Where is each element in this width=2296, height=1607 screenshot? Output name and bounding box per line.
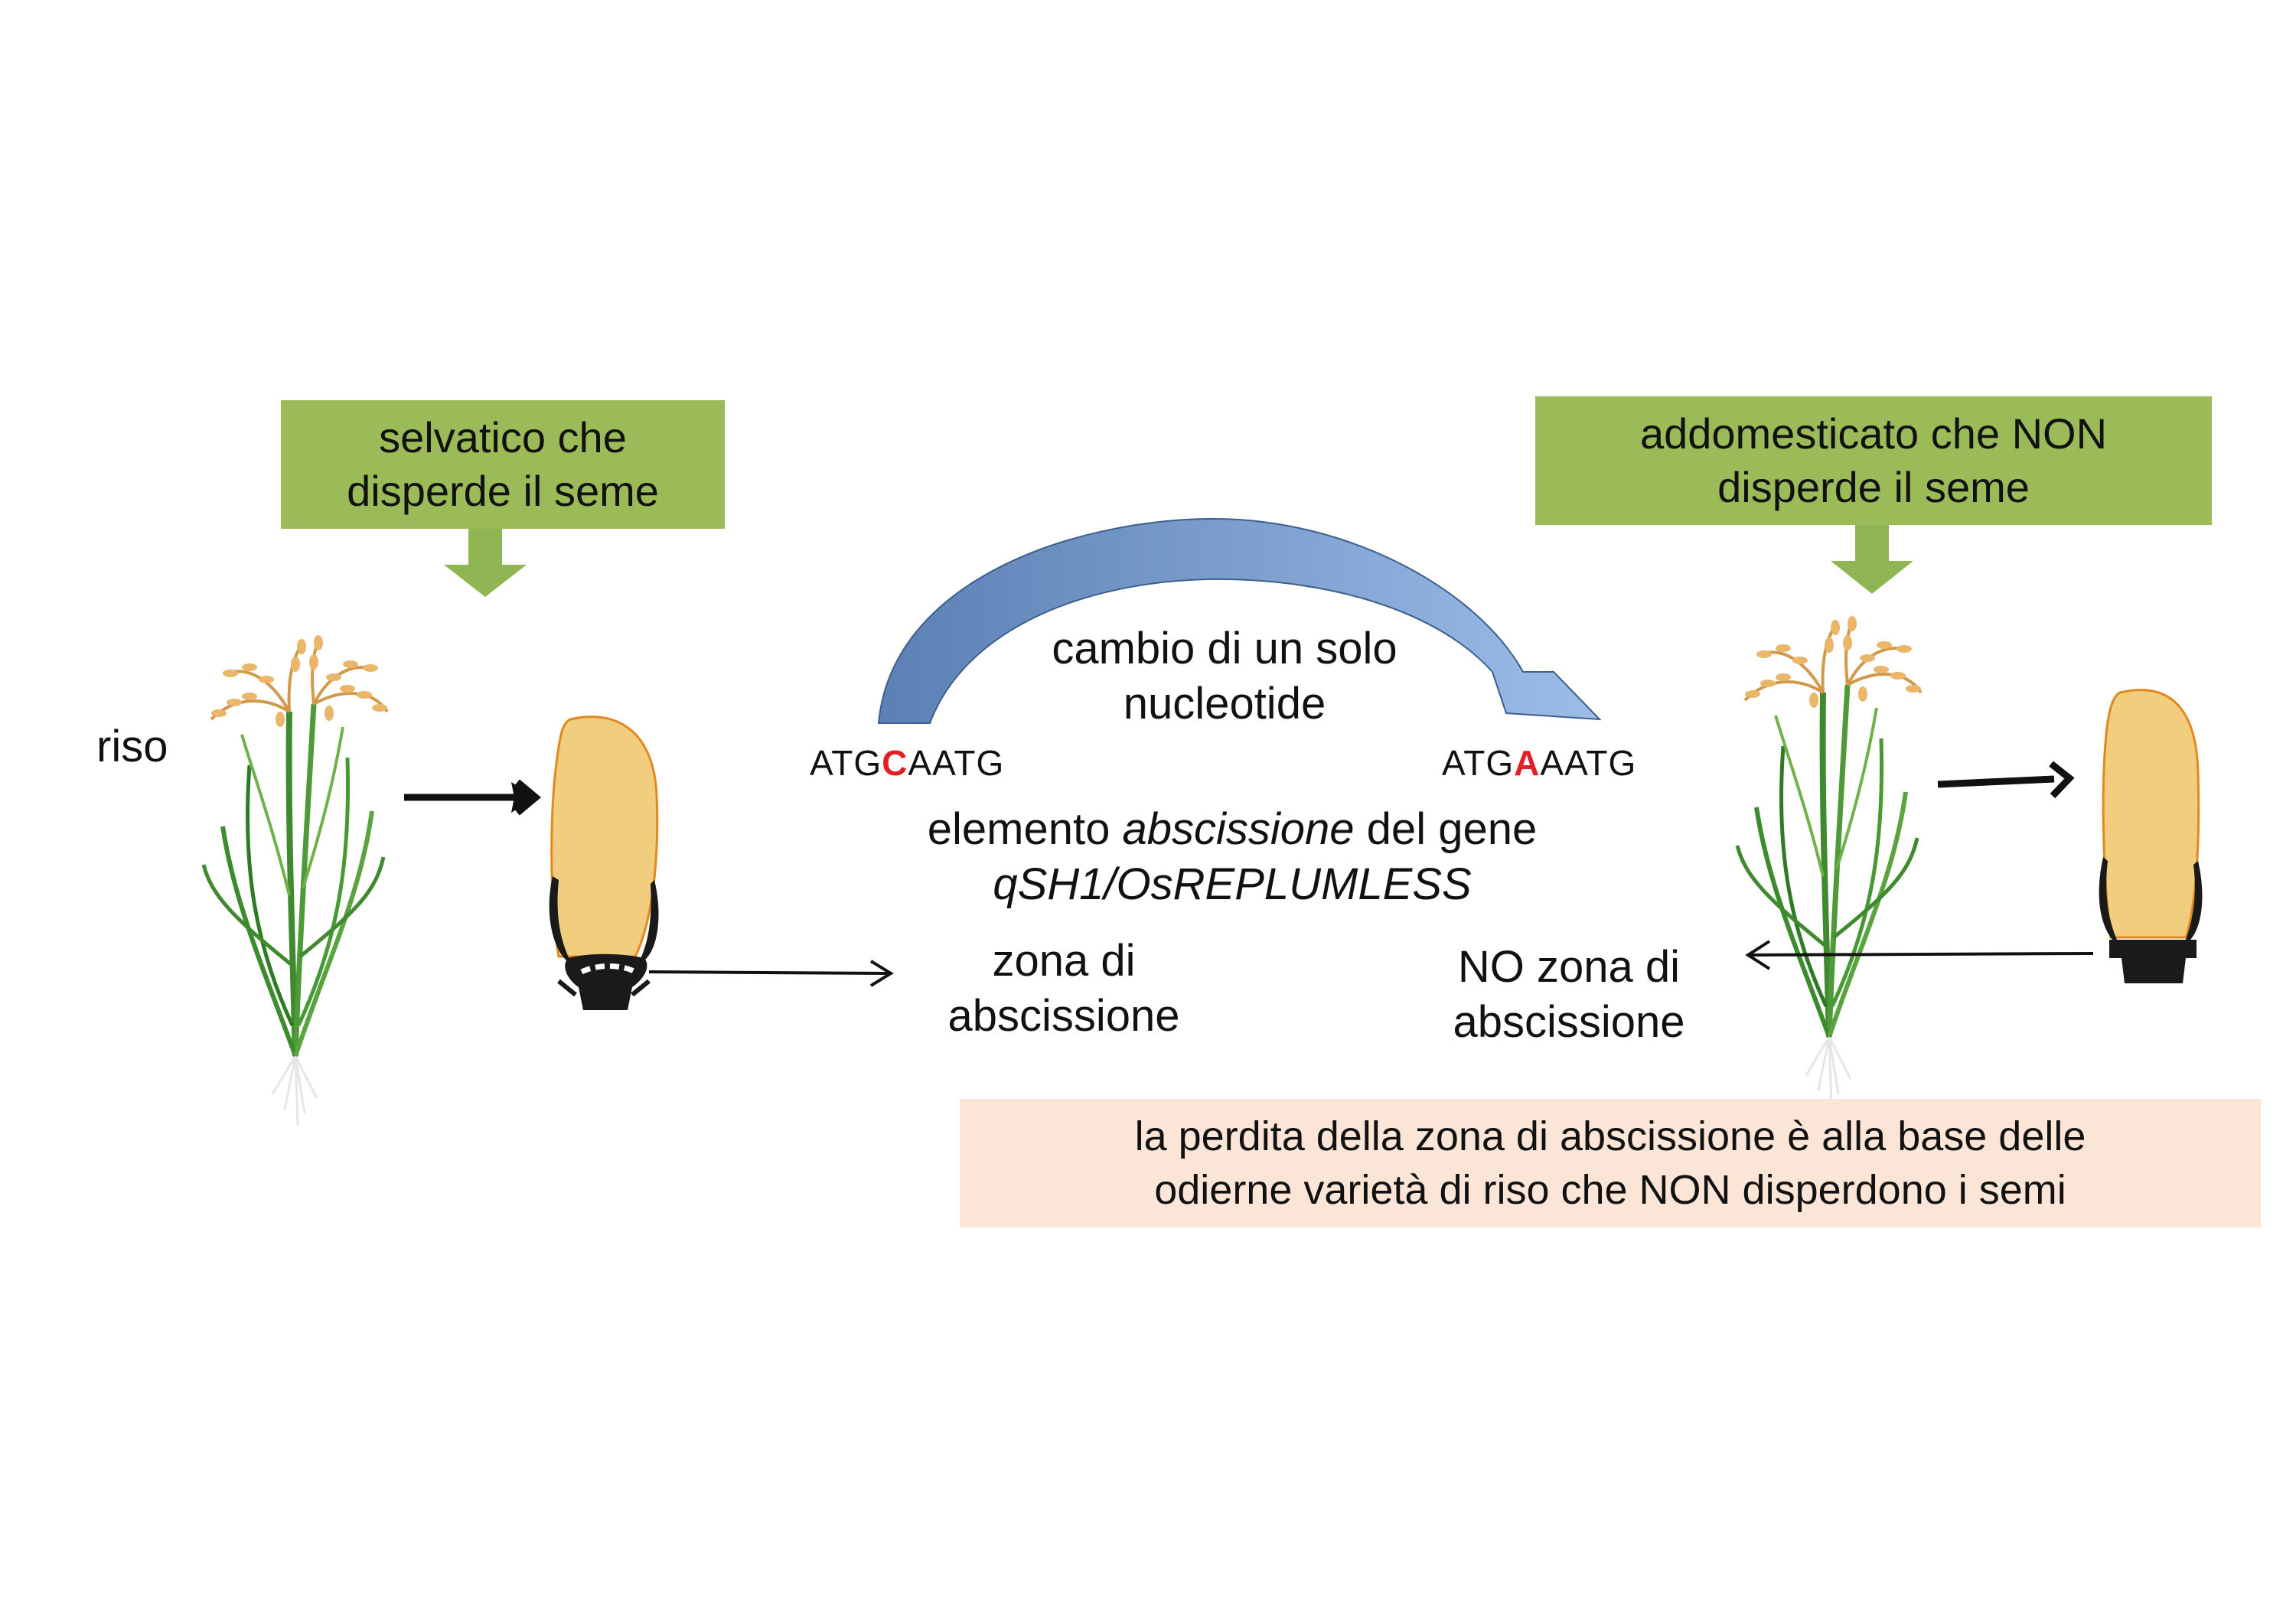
to-no-abscission-zone-arrow [1745,940,2094,970]
rice-plant-icon [1737,616,1921,1106]
rice-grain-icon [2099,689,2203,983]
conclusion-note-box: la perdita della zona di abscissione è a… [960,1099,2261,1227]
element-italic: abscissione [1122,804,1355,854]
note-line1: la perdita della zona di abscissione è a… [1134,1113,2086,1159]
domestic-seq-suffix: AATG [1540,743,1637,783]
mutation-line1: cambio di un solo [1052,624,1397,673]
domestic-sequence: ATGAAATG [1442,742,1636,784]
zone-domestic-line1: NO zona di [1457,942,1681,992]
element-post: del gene [1354,804,1538,854]
plant-to-grain-arrow [1937,761,2075,799]
rice-plant-icon [204,635,387,1125]
domestic-seq-prefix: ATG [1442,743,1515,783]
zone-wild-line2: abscissione [947,991,1180,1041]
domestic-seq-base: A [1514,743,1541,783]
wild-box-line2: disperde il seme [347,467,659,515]
zone-wild-line1: zona di [992,936,1136,986]
domesticated-rice-label-box: addomesticato che NON disperde il seme [1535,396,2212,525]
gene-element-label: elemento abscissione del gene qSH1/OsREP… [888,802,1577,912]
wild-box-line1: selvatico che [379,413,627,461]
wild-rice-label-box: selvatico che disperde il seme [281,400,725,529]
element-pre: elemento [927,804,1123,854]
note-line2: odierne varietà di riso che NON disperdo… [1154,1167,2066,1213]
wild-sequence: ATGCAATG [810,742,1004,784]
zone-domestic-line2: abscissione [1453,997,1685,1047]
gene-name: qSH1/OsREPLUMLESS [993,859,1472,909]
down-arrow-icon [444,529,527,597]
zone-domestic-label: NO zona di abscissione [1416,940,1722,1050]
to-abscission-zone-arrow [648,960,894,987]
domestic-box-line1: addomesticato che NON [1639,409,2108,458]
rice-grain-icon [549,715,659,1010]
mutation-line2: nucleotide [1123,679,1326,729]
riso-label: riso [96,722,168,771]
plant-to-grain-arrow [404,779,542,816]
wild-seq-base: C [882,743,908,783]
domestic-box-line2: disperde il seme [1717,463,2030,511]
wild-seq-prefix: ATG [810,743,882,783]
curved-arrow-icon [877,517,1602,724]
gene-element-line1: elemento abscissione del gene [888,802,1577,857]
mutation-label: cambio di un solo nucleotide [995,621,1454,732]
wild-seq-suffix: AATG [908,743,1005,783]
down-arrow-icon [1831,525,1913,594]
zone-wild-label: zona di abscissione [903,934,1225,1044]
